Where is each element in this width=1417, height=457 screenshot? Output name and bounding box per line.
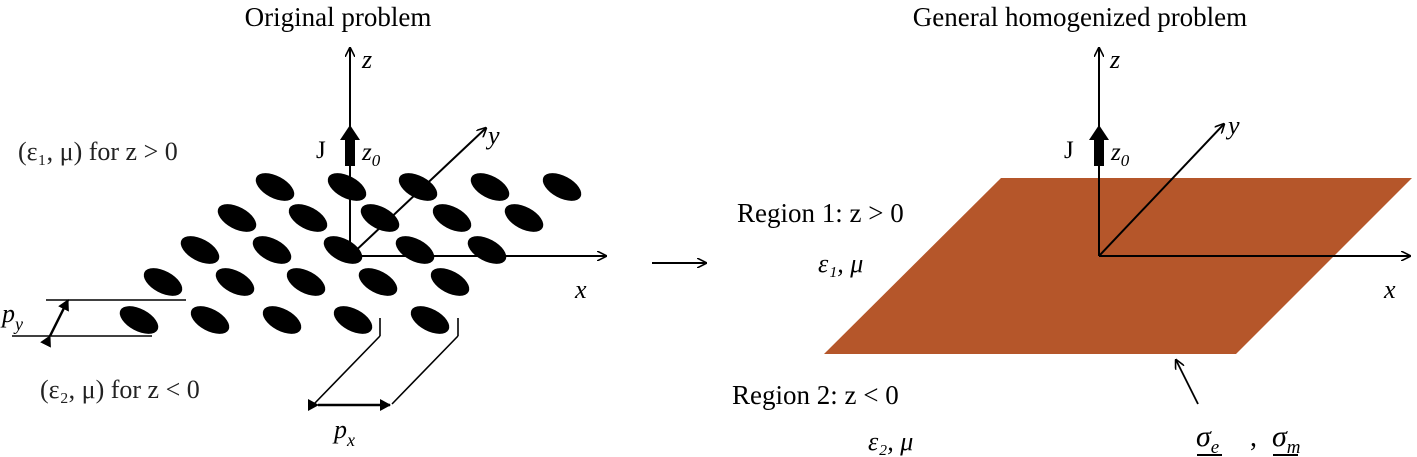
particle — [217, 204, 257, 232]
homogenized-sheet — [824, 178, 1412, 354]
left-region2-label: (ε₂, μ) for z < 0 — [40, 375, 200, 404]
px-label: px — [332, 415, 355, 450]
py-label: py — [0, 299, 23, 334]
particle — [262, 306, 302, 334]
particle — [119, 306, 159, 334]
right-source-shaft — [1094, 138, 1104, 166]
particle — [143, 268, 183, 296]
left-source-shaft — [345, 138, 355, 166]
particle — [358, 268, 398, 296]
px-extension-right-a — [391, 335, 459, 405]
particle — [333, 306, 373, 334]
left-x-label: x — [574, 275, 587, 304]
particle — [430, 268, 470, 296]
particle — [395, 236, 435, 264]
left-z-label: z — [361, 45, 372, 74]
right-source-J: J — [1064, 137, 1074, 164]
right-y-axis — [1098, 124, 1224, 257]
sigma-pointer-arrow — [1176, 360, 1199, 405]
region1-params: ε₁, μ — [818, 249, 863, 278]
right-z-label: z — [1109, 45, 1120, 74]
left-source-arrowhead — [340, 125, 360, 140]
py-dimension-arrow — [40, 299, 70, 348]
left-y-label: y — [485, 121, 500, 150]
left-panel: Original problem z y x J z0 (ε₁, μ) for … — [0, 2, 606, 450]
left-source-J: J — [316, 137, 326, 164]
particle — [432, 204, 472, 232]
particle — [360, 204, 400, 232]
right-source-arrowhead — [1089, 125, 1109, 140]
particle — [398, 173, 438, 201]
particle — [252, 236, 292, 264]
region1-label: Region 1: z > 0 — [737, 198, 904, 228]
region2-params: ε₂, μ — [868, 427, 913, 456]
left-region1-label: (ε₁, μ) for z > 0 — [18, 137, 178, 166]
particle — [215, 268, 255, 296]
right-source-z0: z0 — [1110, 139, 1130, 170]
particle — [504, 204, 544, 232]
particle — [410, 306, 450, 334]
sigma-separator: , — [1250, 422, 1257, 453]
right-y-label: y — [1225, 111, 1240, 140]
particle — [180, 236, 220, 264]
particle — [323, 236, 363, 264]
right-title: General homogenized problem — [913, 2, 1247, 32]
region2-label: Region 2: z < 0 — [732, 380, 899, 410]
right-x-label: x — [1383, 275, 1396, 304]
particle — [286, 268, 326, 296]
right-panel: General homogenized problem z y x J z0 R… — [732, 2, 1412, 457]
left-source-z0: z0 — [361, 139, 381, 170]
particle — [288, 204, 328, 232]
sigma-e-label: σe — [1196, 420, 1219, 457]
left-title: Original problem — [245, 2, 432, 32]
particle — [190, 306, 230, 334]
particle — [467, 236, 507, 264]
particle — [255, 173, 295, 201]
px-extension-left-a — [313, 335, 381, 405]
sigma-m-label: σm — [1272, 420, 1301, 457]
particle — [470, 173, 510, 201]
particle — [542, 173, 582, 201]
particle-array — [119, 173, 582, 334]
particle — [327, 173, 367, 201]
